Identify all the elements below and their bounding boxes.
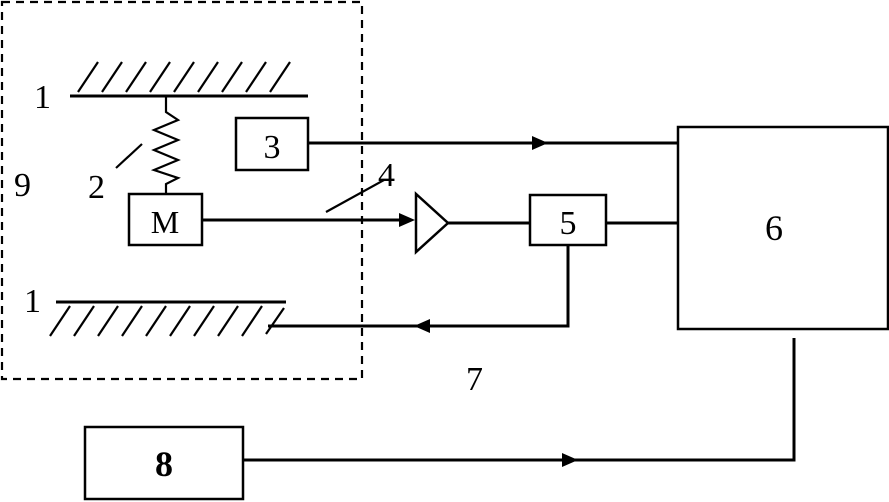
label-plate-bottom: 1	[24, 283, 41, 320]
label-enclosure: 9	[14, 167, 31, 204]
bottom-plate	[49, 300, 286, 337]
label-wire: 4	[378, 157, 395, 194]
label-block-8: 8	[155, 444, 173, 484]
arrow-m-to-amp	[399, 213, 415, 227]
dashed-enclosure	[0, 0, 364, 381]
wire-leader	[325, 179, 385, 213]
label-mass: M	[151, 204, 179, 240]
amplifier-triangle	[414, 191, 450, 255]
feedback-line	[268, 245, 570, 328]
label-block-6: 6	[765, 208, 783, 248]
top-plate	[70, 61, 308, 98]
label-feedback: 7	[466, 361, 483, 398]
block-8	[83, 425, 245, 501]
spring-leader	[115, 143, 143, 169]
label-plate-top: 1	[34, 79, 51, 116]
arrow-8-to-6	[562, 453, 578, 467]
arrow-feedback	[414, 319, 430, 333]
spring	[150, 96, 181, 194]
line-8-to-6	[243, 338, 796, 462]
arrow-3-to-6	[532, 136, 548, 150]
label-block-5: 5	[560, 205, 577, 242]
block-6	[676, 125, 889, 331]
label-spring: 2	[88, 169, 105, 206]
block-5	[528, 193, 608, 247]
sensor-box	[234, 116, 310, 172]
label-sensor: 3	[264, 129, 281, 166]
